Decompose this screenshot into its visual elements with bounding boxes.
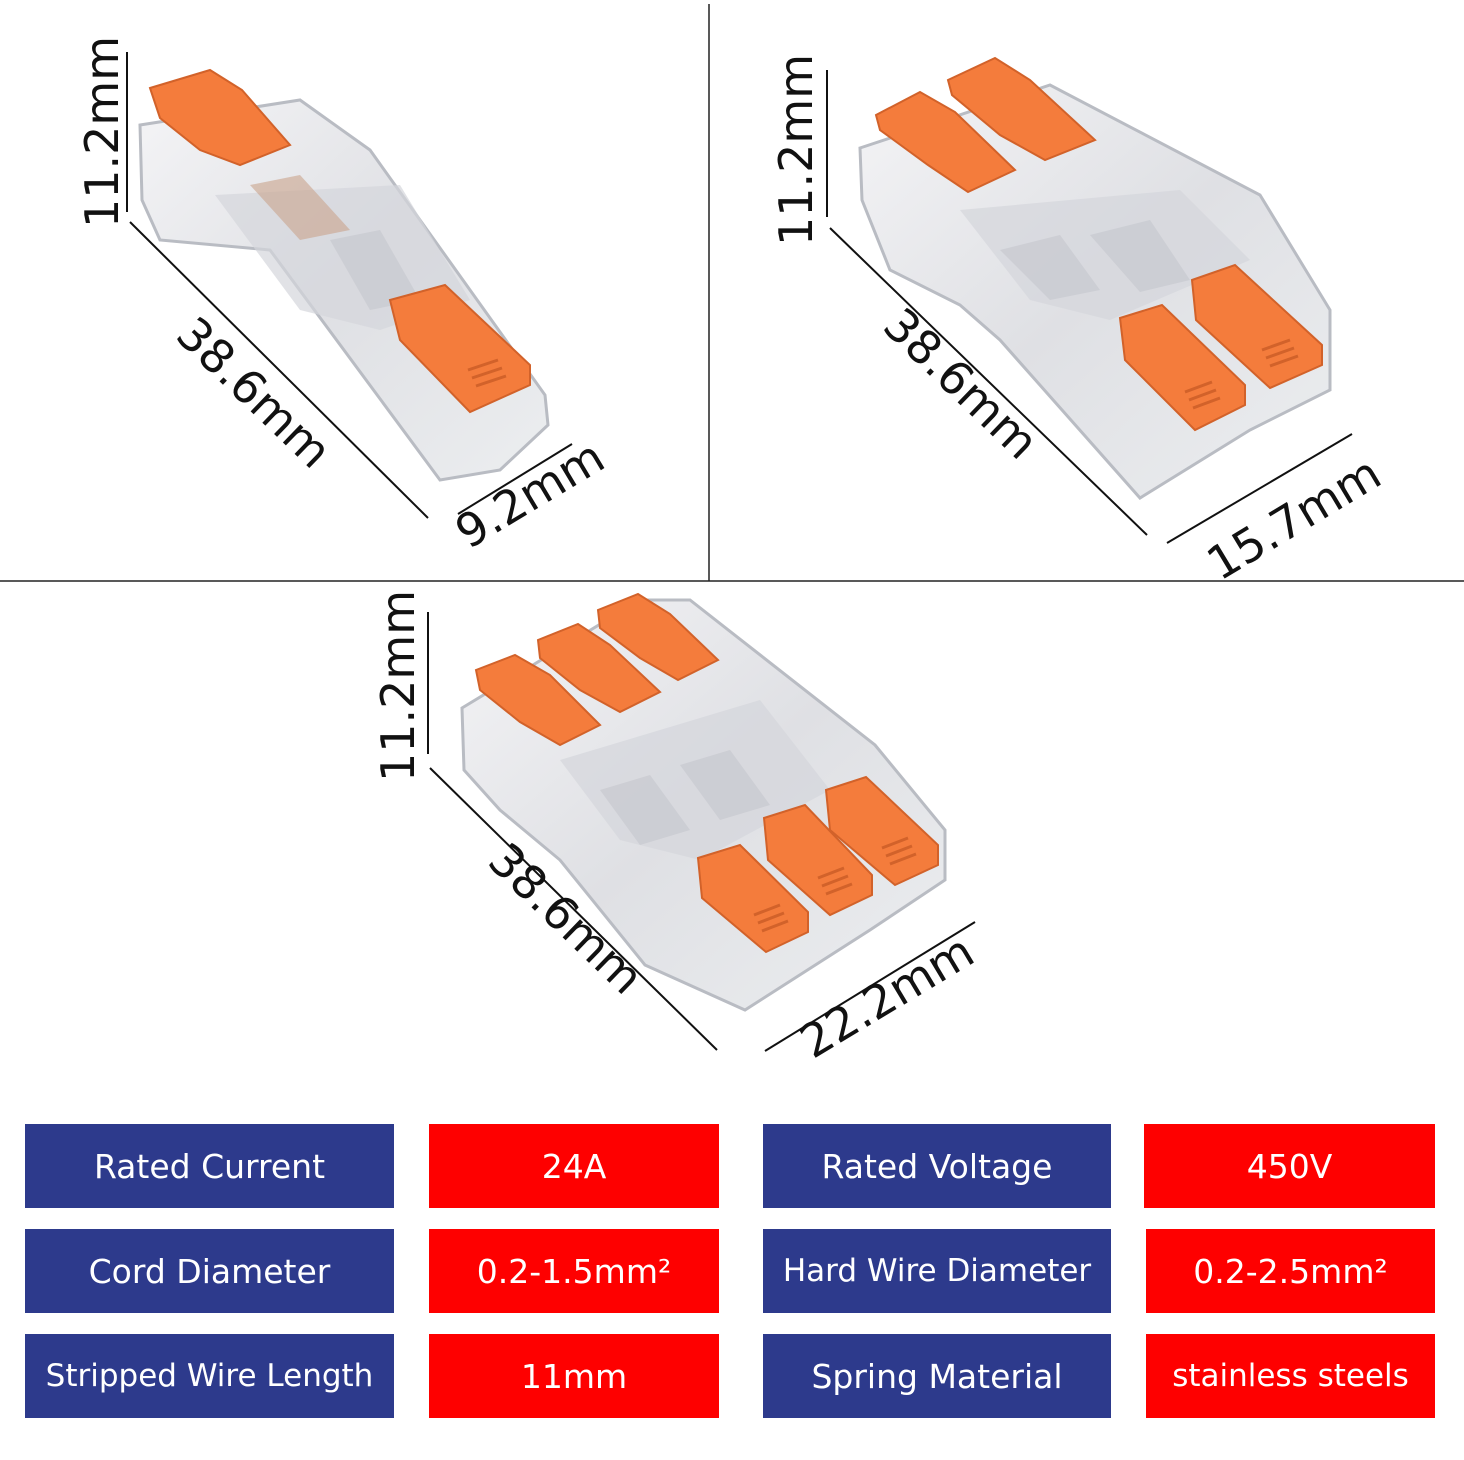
- connector-3-pole: 11.2mm 38.6mm 22.2mm: [371, 590, 983, 1069]
- lever-bottom-3: [824, 775, 939, 887]
- lever-top-2: [536, 622, 662, 714]
- connector-2-pole: 11.2mm 38.6mm 15.7mm: [769, 54, 1390, 591]
- lever-top-right: [946, 56, 1097, 162]
- dimension-lines: [427, 612, 976, 1052]
- connector-1-pole: 11.2mm 38.6mm 9.2mm: [75, 36, 613, 559]
- spec-label-cord-diameter: Cord Diameter: [25, 1229, 394, 1313]
- height-label: 11.2mm: [75, 36, 129, 228]
- connector-housing: [138, 98, 550, 482]
- lever-top-1: [474, 653, 602, 747]
- spec-label-stripped-wire-length: Stripped Wire Length: [25, 1334, 394, 1418]
- spec-value-cord-diameter: 0.2-1.5mm²: [429, 1229, 719, 1313]
- height-label: 11.2mm: [769, 54, 823, 246]
- spec-value-rated-current: 24A: [429, 1124, 719, 1208]
- lever-top-3: [596, 592, 720, 682]
- lever-bottom: [388, 283, 531, 414]
- spec-value-stripped-wire-length: 11mm: [429, 1334, 719, 1418]
- lever-top-left: [874, 90, 1017, 194]
- product-diagram: 11.2mm 38.6mm 9.2mm 11.2mm: [0, 4, 1464, 1069]
- dimension-lines: [826, 70, 1353, 544]
- lever-bottom-1: [696, 843, 809, 954]
- lever-bottom-left: [1118, 303, 1246, 432]
- lever-top: [148, 68, 292, 167]
- length-label: 38.6mm: [166, 306, 342, 478]
- spec-label-rated-voltage: Rated Voltage: [763, 1124, 1111, 1208]
- height-label: 11.2mm: [371, 590, 425, 782]
- spec-value-rated-voltage: 450V: [1144, 1124, 1435, 1208]
- dimension-lines: [126, 52, 573, 519]
- spec-label-spring-material: Spring Material: [763, 1334, 1111, 1418]
- spec-label-hard-wire-diameter: Hard Wire Diameter: [763, 1229, 1111, 1313]
- spec-value-hard-wire-diameter: 0.2-2.5mm²: [1146, 1229, 1435, 1313]
- lever-bottom-2: [762, 803, 873, 917]
- spec-label-rated-current: Rated Current: [25, 1124, 394, 1208]
- spec-value-spring-material: stainless steels: [1146, 1334, 1435, 1418]
- lever-bottom-right: [1190, 263, 1323, 390]
